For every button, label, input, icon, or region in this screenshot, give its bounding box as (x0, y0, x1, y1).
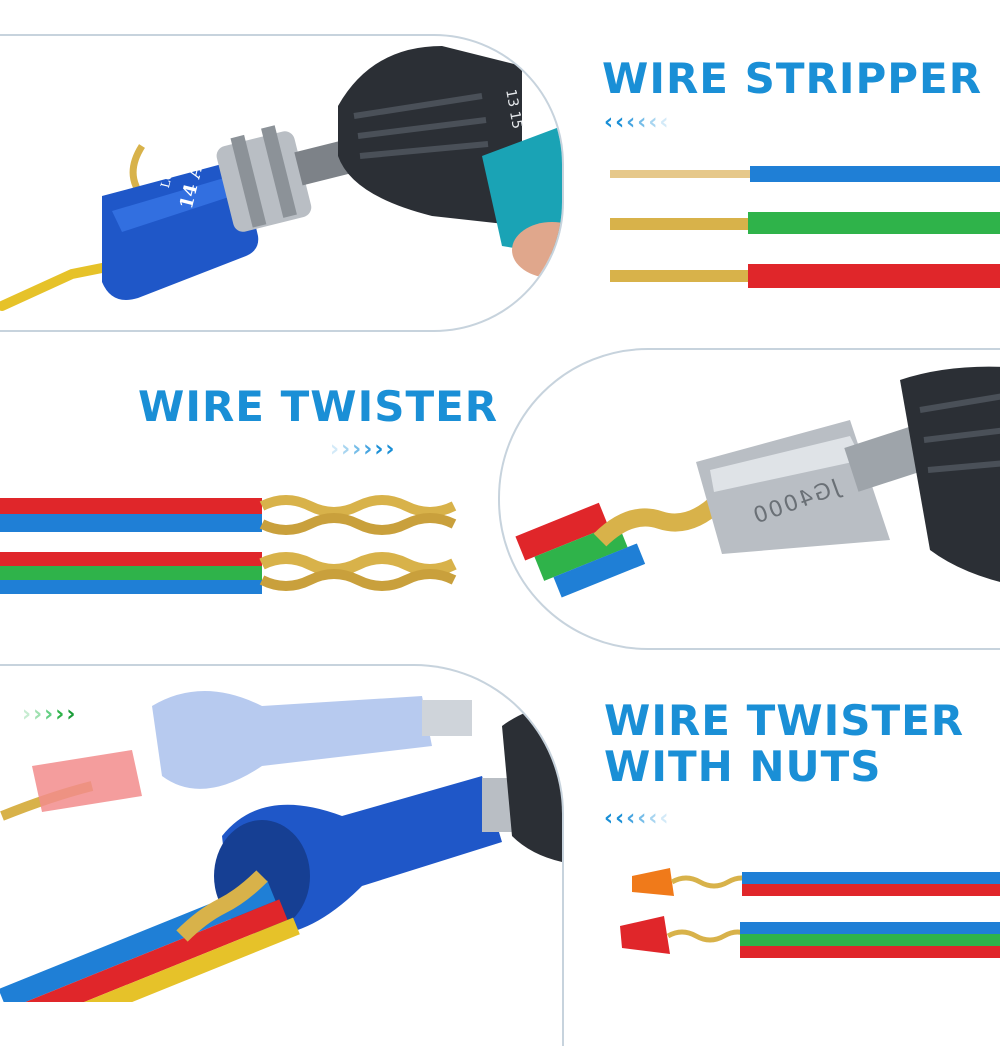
left-chevrons-icon: ‹‹‹‹‹‹ (604, 110, 671, 135)
twister-image-panel: JG4000 (498, 348, 1000, 650)
nuts-image-panel (0, 664, 564, 1046)
stripper-image-panel: LOVABOBO 14 AWG 13 15 (0, 34, 564, 332)
wire-twister-title: WIRE TWISTER (138, 382, 499, 431)
twister-illustration (515, 366, 1000, 598)
stripped-wires-illustration (610, 166, 1000, 288)
right-chevrons-icon: ›››››› (330, 437, 397, 462)
left-chevrons-icon: ‹‹‹‹‹‹ (604, 806, 671, 831)
nut-wires-illustration (620, 868, 1000, 958)
wire-stripper-title: WIRE STRIPPER (602, 54, 983, 103)
twisted-wires-illustration (0, 495, 457, 594)
nuts-illustration (0, 691, 562, 1002)
green-right-chevrons-icon: ››››› (22, 702, 78, 727)
wire-twister-with-nuts-title-line2: WITH NUTS (604, 742, 882, 791)
wire-twister-with-nuts-title-line1: WIRE TWISTER (604, 696, 965, 745)
stripper-illustration (0, 46, 562, 311)
